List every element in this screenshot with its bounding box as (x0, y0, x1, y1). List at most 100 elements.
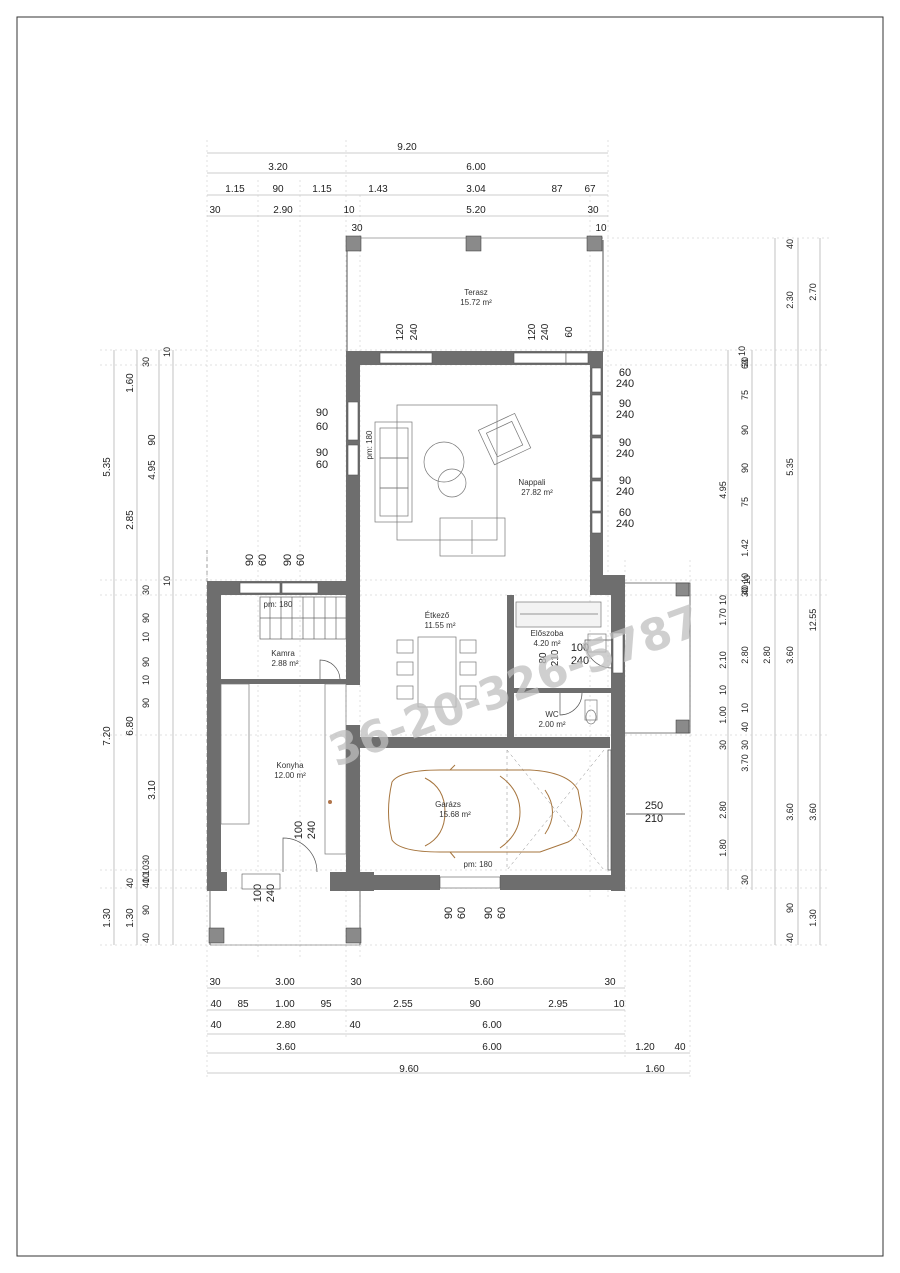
dimension-label: 40 (210, 999, 222, 1010)
toilet (584, 699, 598, 721)
armchair (477, 412, 532, 466)
dimension-label: 210 (550, 649, 561, 666)
dimension-label: 63 (740, 359, 750, 369)
entrance-canopy (625, 582, 691, 734)
dimension-label: 100 (293, 821, 305, 839)
room-name-eloszoba: Előszoba (531, 629, 564, 638)
coffee-table (423, 441, 465, 483)
pm-living: pm: 180 (365, 430, 374, 459)
window (591, 480, 602, 512)
canopy-post (675, 582, 690, 597)
pm-garage: pm: 180 (464, 860, 493, 869)
dimension-label: 85 (237, 999, 249, 1010)
dimension-label: 100 (252, 884, 264, 902)
dimension-label: 10 (740, 703, 750, 713)
dimension-label: 90 (244, 554, 256, 566)
dimension-label: 6.80 (125, 716, 136, 736)
room-name-etkezo: Étkező (425, 611, 450, 620)
porch-post (208, 927, 225, 944)
dimension-label: 90 (316, 407, 328, 419)
dimension-label: 30 (740, 740, 750, 750)
kitchen-door-swing (282, 837, 318, 873)
dimension-label: 90 (740, 463, 750, 473)
dimension-label: 2.10 (718, 651, 728, 669)
dimension-label: 90 (141, 905, 151, 915)
dimension-label: 240 (306, 821, 318, 839)
dimension-label: 40 (740, 585, 750, 595)
dimension-label: 60 (316, 421, 328, 433)
room-name-kamra: Kamra (271, 649, 295, 658)
dimension-label: 60 (316, 459, 328, 471)
dimension-label: 10 (141, 632, 151, 642)
dimension-label: 40 (210, 1020, 222, 1031)
dimension-label: 10 (742, 575, 752, 585)
dimension-label: 40 (785, 239, 795, 249)
rug (396, 404, 498, 541)
dimension-label: 10 (718, 595, 728, 605)
dimension-label: 40 (125, 878, 135, 888)
dimension-label: 90 (282, 554, 294, 566)
dimension-label: 90 (141, 657, 151, 667)
dimension-label: 2.80 (718, 801, 728, 819)
dimension-label: 5.35 (102, 457, 113, 477)
dimension-label: 90 (316, 447, 328, 459)
room-name-garazs: Garázs (435, 800, 461, 809)
dimension-label: 240 (616, 518, 634, 530)
dimension-label: 250 (645, 800, 663, 812)
dimension-label: 90 (619, 437, 631, 449)
sofa (374, 421, 413, 523)
dimension-label: 90 (740, 425, 750, 435)
garage-door (607, 749, 612, 871)
dimension-label: 12.55 (808, 609, 818, 632)
dimension-label: 5.20 (466, 205, 486, 216)
pantry-door-swing (319, 659, 341, 680)
watermark-phone: 36-20-326-5787 (322, 595, 707, 777)
dimension-label: 67 (584, 184, 596, 195)
room-name-wc: WC (545, 710, 559, 719)
dimension-label: 100 (571, 642, 589, 654)
dimension-label: 2.90 (273, 205, 293, 216)
foyer-furniture (515, 601, 607, 725)
room-area-eloszoba: 4.20 m² (533, 639, 560, 648)
dimension-label: 1.00 (718, 706, 728, 724)
window (591, 512, 602, 534)
dimension-label: 90 (141, 613, 151, 623)
dimension-label: 1.15 (225, 184, 245, 195)
canopy-post (675, 719, 690, 734)
pm-stair: pm: 180 (264, 600, 293, 609)
dimension-label: 10 (162, 576, 172, 586)
car (388, 764, 583, 859)
dimension-label: 210 (645, 813, 663, 825)
dimension-label: 240 (265, 884, 277, 902)
dimension-label: 30 (587, 205, 599, 216)
dimension-label: 40 (740, 722, 750, 732)
dimension-label: 9.20 (397, 142, 417, 153)
dimension-label: 10 (162, 347, 172, 357)
dimension-label: 10 (737, 346, 747, 356)
dimension-label: 10 (740, 573, 750, 583)
dimension-label: 90 (483, 907, 495, 919)
dimension-label: 1.70 (718, 608, 728, 626)
dimension-label: 30 (740, 357, 750, 367)
dimension-label: 2.70 (808, 283, 818, 301)
dimension-label: 10 (595, 223, 607, 234)
dimension-label: 75 (740, 390, 750, 400)
window (241, 873, 281, 890)
dimension-label: 1.30 (102, 908, 113, 928)
dimension-label: 10 (141, 873, 151, 883)
dimension-label: 5.35 (785, 458, 795, 476)
room-name-terasz: Terasz (464, 288, 488, 297)
dimension-label: 2.80 (276, 1020, 296, 1031)
window (565, 352, 589, 364)
dimension-label: 240 (616, 486, 634, 498)
dimension-label: 6.00 (482, 1042, 502, 1053)
garage-interior (388, 749, 605, 871)
dimension-label: 90 (469, 999, 481, 1010)
dimension-label: 40 (674, 1042, 686, 1053)
dimension-label: 7.20 (102, 726, 113, 746)
dimension-label: 10 (343, 205, 355, 216)
terrace-post (465, 235, 482, 252)
